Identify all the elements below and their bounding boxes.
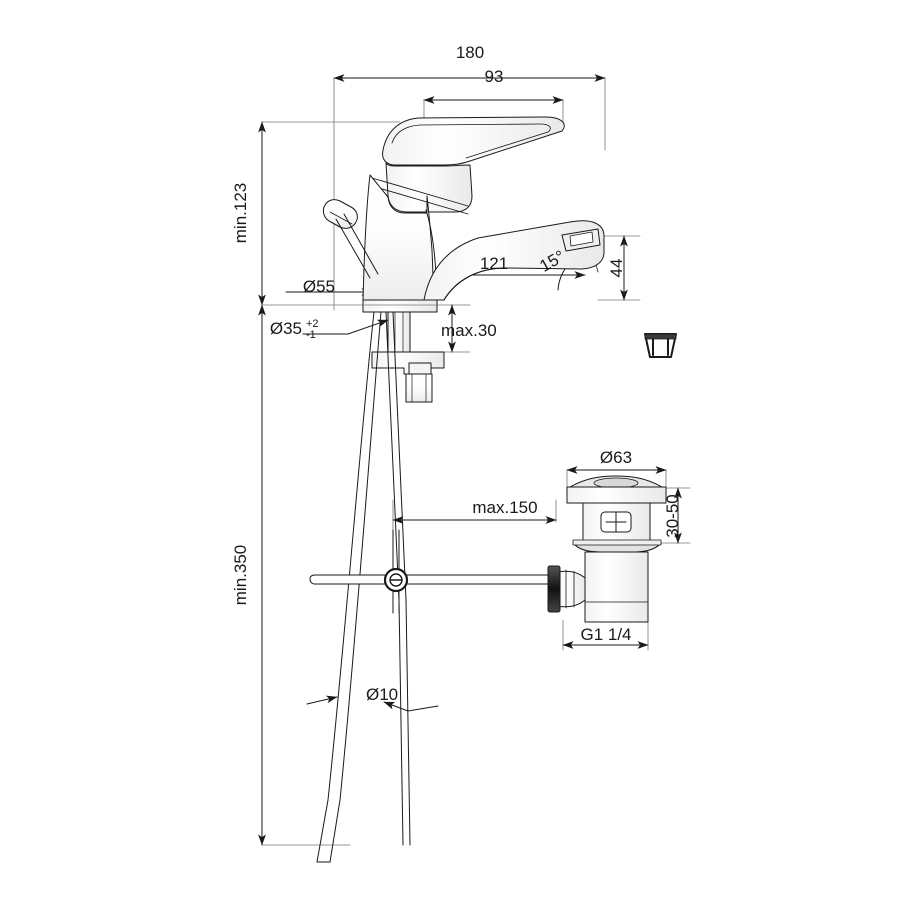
fixing-clip: [644, 333, 677, 358]
label-spout-height-above-deck: 44: [607, 259, 626, 278]
label-min-spout-height: min.123: [231, 183, 250, 243]
label-handle-width: 93: [485, 67, 504, 86]
label-mounting-hole-tol-minus: -1: [306, 329, 316, 341]
label-max-deck-thickness: max.30: [441, 321, 497, 340]
dim-d10-leader: [407, 705, 439, 712]
escutcheon: [362, 299, 438, 313]
dim-d35-leader-b: [347, 319, 389, 335]
label-mounting-hole-tol-plus: +2: [306, 318, 319, 330]
label-supply-tube-diameter: Ø10: [366, 685, 398, 704]
label-waste-flange-diameter: Ø63: [600, 448, 632, 467]
label-overall-width: 180: [456, 43, 484, 62]
label-spout-reach: 121: [480, 254, 508, 273]
mixer-shank: [387, 311, 411, 359]
mounting-bracket: [371, 351, 445, 403]
label-max-popup-rod-offset: max.150: [472, 498, 537, 517]
label-waste-tailpiece-range: 30-50: [663, 494, 682, 537]
aerator: [561, 228, 601, 252]
label-waste-thread: G1 1/4: [580, 625, 631, 644]
dim-d10-left: [306, 695, 338, 705]
label-min-supply-length: min.350: [231, 545, 250, 605]
popup-lift-rod: [322, 199, 379, 279]
label-mounting-hole-diameter: Ø35: [270, 319, 302, 338]
waste-assembly: [547, 475, 667, 623]
popup-linkage: [309, 529, 549, 614]
label-escutcheon-diameter: Ø55: [303, 277, 335, 296]
lever-handle: [382, 116, 565, 166]
spout: [423, 220, 605, 301]
mixer-body: [362, 162, 473, 301]
dim-d10-right: [383, 701, 409, 712]
